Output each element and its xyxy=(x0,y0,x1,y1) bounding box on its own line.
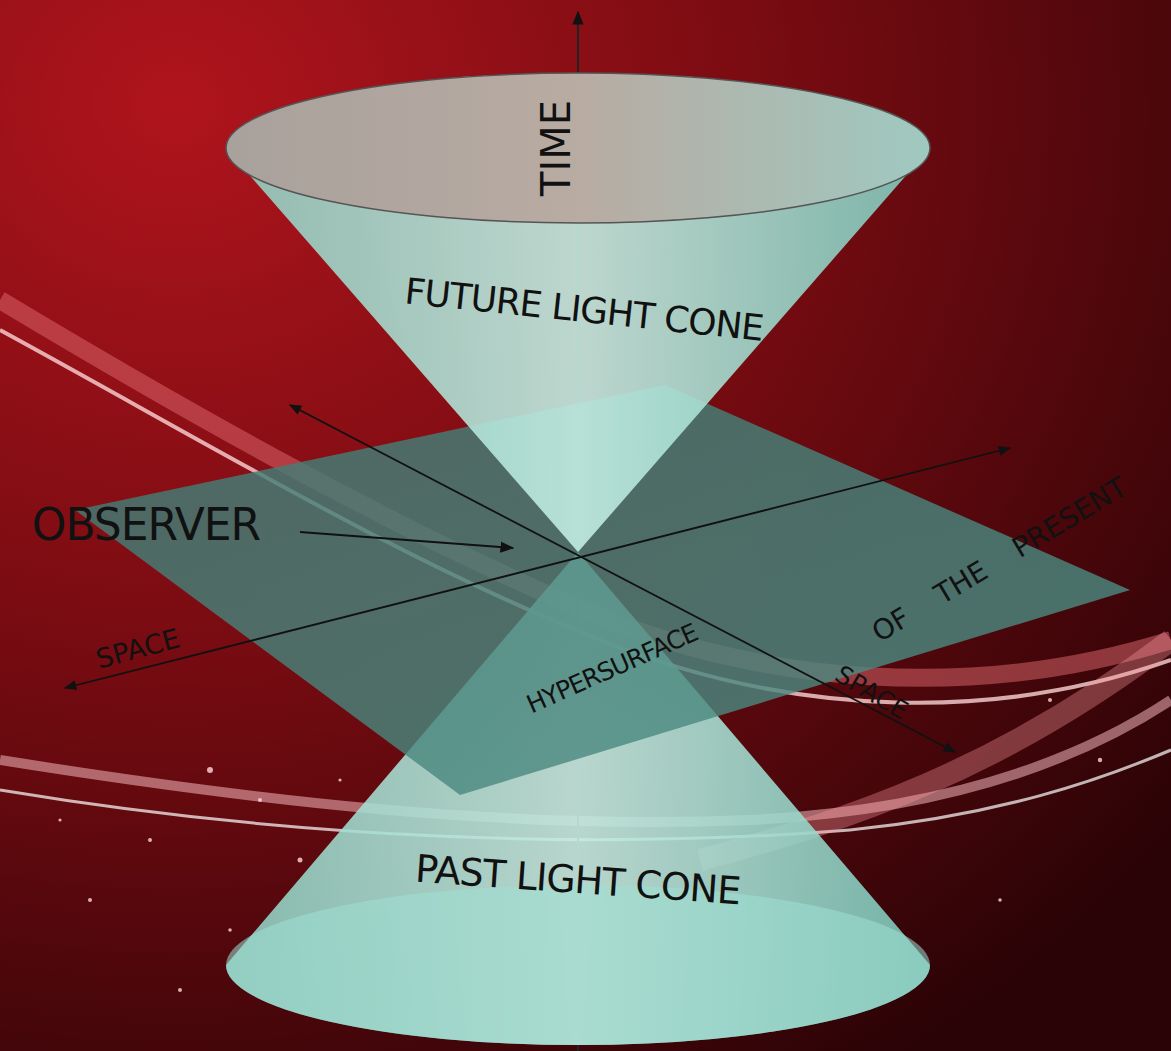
axis-label: TIME xyxy=(536,100,576,196)
observer-label: OBSERVER xyxy=(32,503,260,547)
